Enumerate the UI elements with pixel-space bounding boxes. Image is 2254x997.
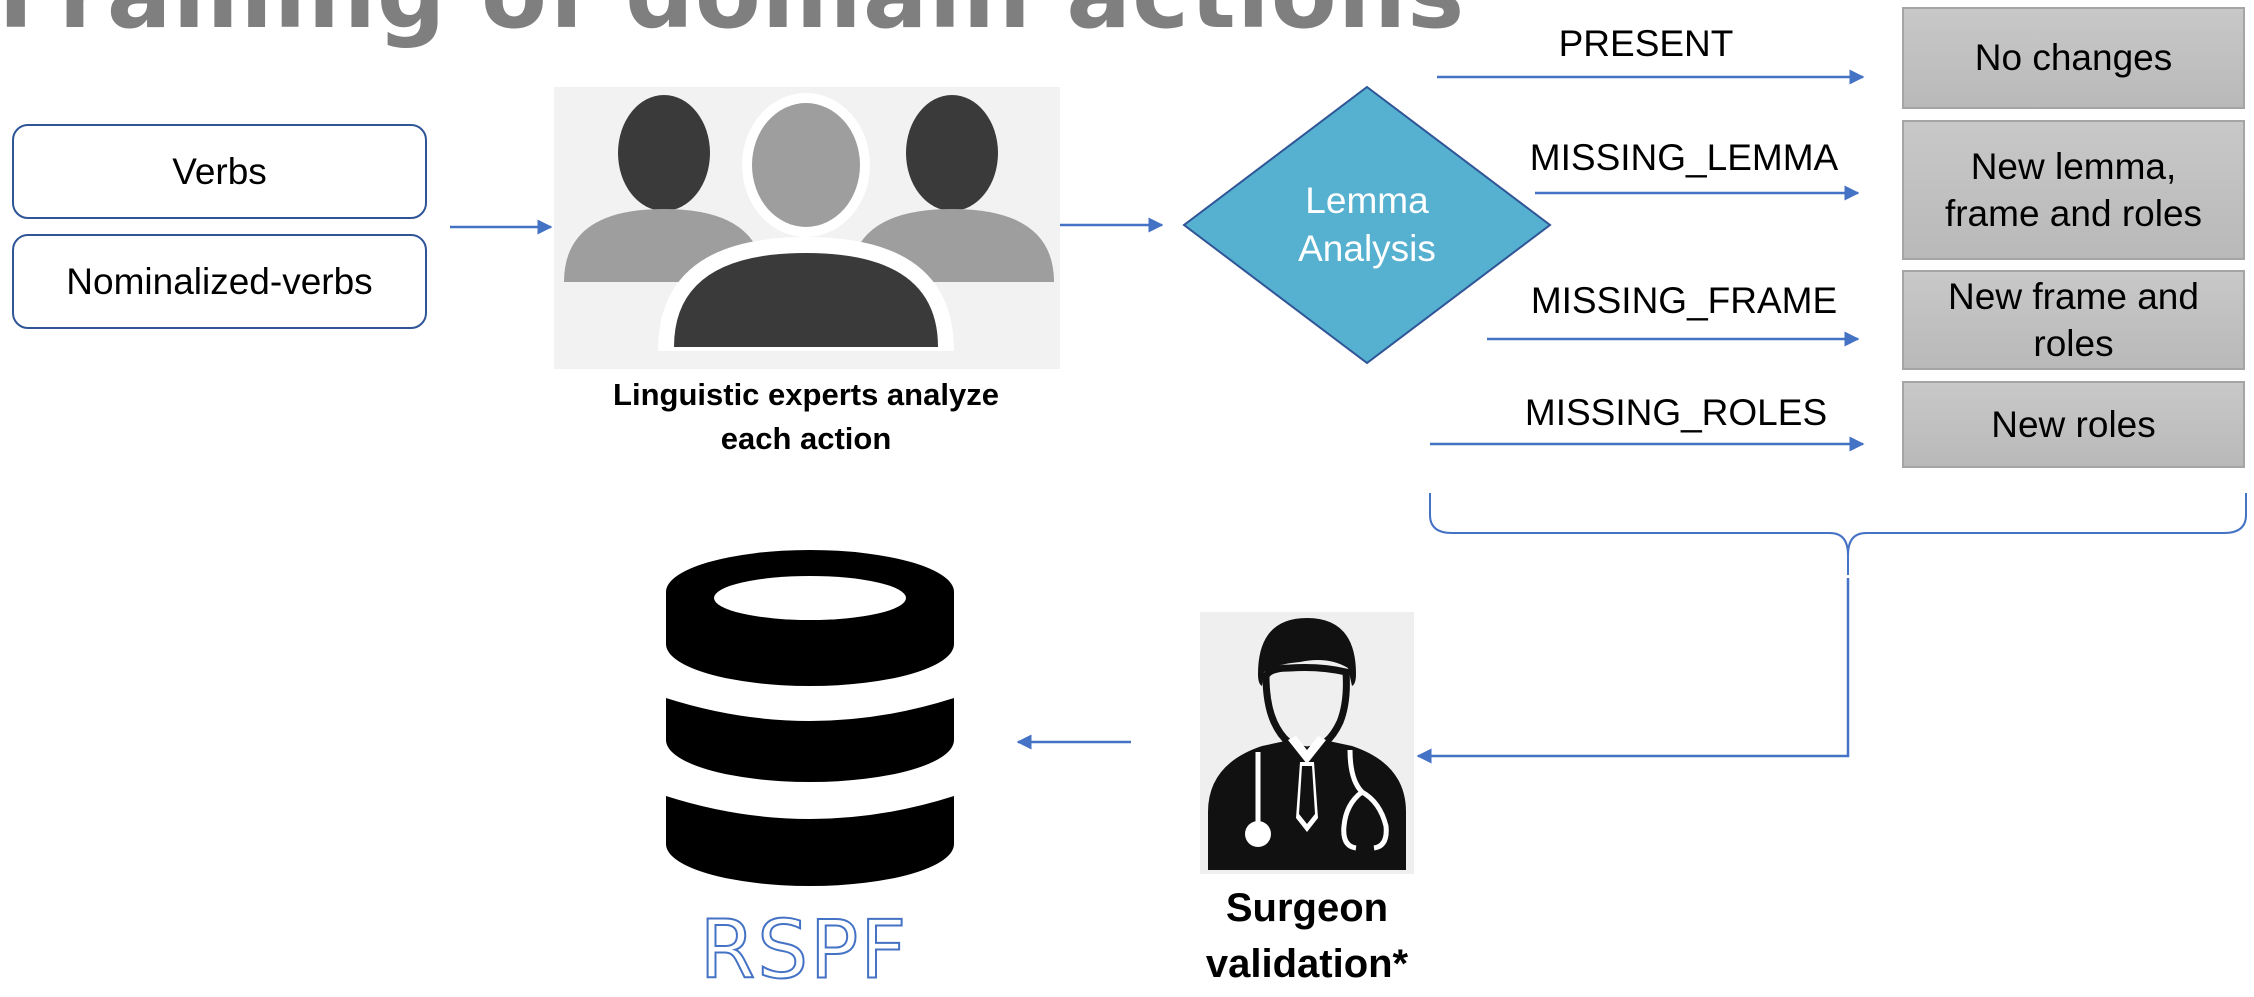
input-nominalized-verbs-box: Nominalized-verbs [12, 234, 427, 329]
database-icon [666, 550, 954, 886]
outcome-new-frame-line2: roles [2033, 323, 2114, 364]
outcome-no-changes: No changes [1902, 7, 2245, 109]
arrow-brace-to-validation [1416, 578, 1850, 764]
people-group-icon [564, 93, 1054, 351]
experts-panel [554, 87, 1060, 369]
decision-diamond [1182, 85, 1552, 365]
outcome-new-frame: New frame and roles [1902, 270, 2245, 370]
experts-caption: Linguistic experts analyze each action [546, 373, 1066, 461]
decision-label-line2: Analysis [1298, 228, 1436, 269]
experts-caption-line1: Linguistic experts analyze [613, 377, 999, 412]
decision-label-line1: Lemma [1305, 179, 1429, 221]
outcome-new-frame-line1: New frame and [1948, 275, 2199, 317]
outcomes-brace [1429, 493, 2247, 575]
outcome-no-changes-line1: No changes [1974, 37, 2173, 79]
outcome-new-lemma: New lemma, frame and roles [1902, 120, 2245, 260]
database-label: RSPF [699, 903, 909, 997]
outcome-new-roles: New roles [1902, 381, 2245, 468]
doctor-icon [1208, 618, 1406, 870]
outcome-new-lemma-line2: frame and roles [1944, 193, 2203, 234]
validation-caption-line2: validation* [1205, 942, 1409, 986]
decision-label: Lemma Analysis [1298, 177, 1436, 273]
outcome-new-roles-line1: New roles [1991, 403, 2156, 445]
validation-caption: Surgeon validation* [1157, 880, 1457, 992]
page-title: Framing of domain actions [0, 0, 1465, 50]
validation-caption-line1: Surgeon [1225, 886, 1389, 930]
case-label-present: PRESENT [1558, 23, 1734, 64]
experts-caption-line2: each action [720, 421, 892, 456]
outcome-new-lemma-line1: New lemma, [1970, 145, 2177, 187]
case-label-missing-lemma: MISSING_LEMMA [1529, 137, 1839, 178]
case-label-missing-frame: MISSING_FRAME [1530, 280, 1838, 321]
input-verbs-box: Verbs [12, 124, 427, 219]
validation-panel [1200, 612, 1414, 874]
case-label-missing-roles: MISSING_ROLES [1524, 392, 1828, 433]
